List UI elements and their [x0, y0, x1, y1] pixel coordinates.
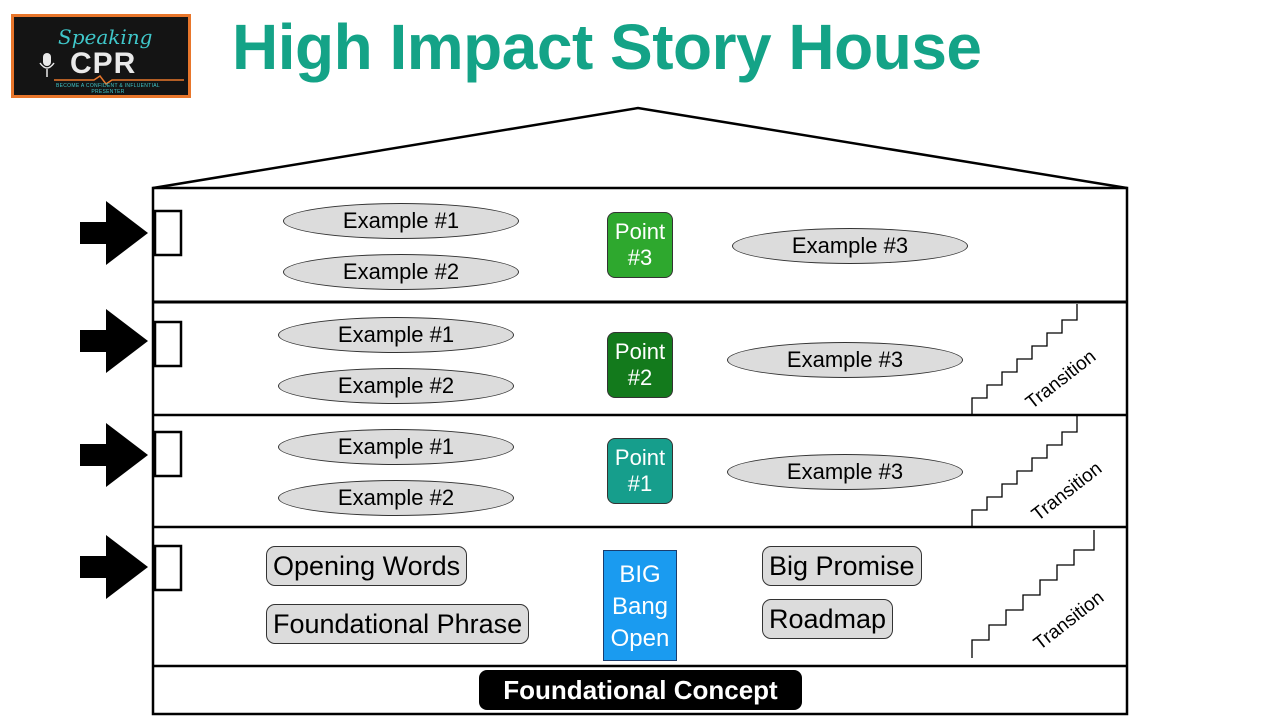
window-floor-0 [153, 544, 183, 592]
big-bang-line-3: Open [610, 625, 670, 652]
roadmap-box: Roadmap [762, 599, 894, 639]
window-floor-1 [153, 430, 183, 478]
point-label-line-2: #3 [627, 245, 653, 270]
roof [152, 106, 1128, 190]
example-1-floor-3: Example #1 [283, 203, 519, 239]
staircase-icon [971, 416, 1078, 526]
example-1-floor-2: Example #1 [278, 317, 514, 353]
example-2-floor-1: Example #2 [278, 480, 514, 516]
big-promise-box: Big Promise [762, 546, 922, 586]
point-label-line-2: #1 [627, 471, 653, 496]
example-3-floor-1: Example #3 [727, 454, 963, 490]
page-title: High Impact Story House [232, 11, 982, 83]
arrow-right-icon [80, 201, 148, 265]
point-label-line-1: Point [614, 445, 666, 470]
window-floor-2 [153, 320, 183, 368]
speaking-cpr-logo: Speaking CPR BECOME A CONFIDENT & INFLUE… [11, 14, 191, 98]
example-2-floor-2: Example #2 [278, 368, 514, 404]
logo-cpr-text: CPR [70, 47, 137, 80]
big-bang-open-box: BIG Bang Open [603, 550, 677, 661]
example-2-floor-3: Example #2 [283, 254, 519, 290]
arrow-right-icon [80, 423, 148, 487]
point-2-box: Point#2 [607, 332, 673, 398]
arrow-right-icon [80, 309, 148, 373]
point-label-line-1: Point [614, 219, 666, 244]
opening-words-box: Opening Words [266, 546, 468, 586]
foundational-concept-box: Foundational Concept [479, 670, 802, 710]
staircase-icon [971, 304, 1078, 414]
window-floor-3 [153, 209, 183, 257]
arrow-right-icon [80, 535, 148, 599]
microphone-icon [39, 53, 55, 77]
big-bang-line-1: BIG [619, 561, 661, 588]
heartbeat-line-icon [54, 75, 184, 85]
point-3-box: Point#3 [607, 212, 673, 278]
example-3-floor-2: Example #3 [727, 342, 963, 378]
foundational-phrase-box: Foundational Phrase [266, 604, 530, 644]
example-3-floor-3: Example #3 [732, 228, 968, 264]
point-label-line-2: #2 [627, 365, 653, 390]
staircase-icon [971, 530, 1095, 658]
point-1-box: Point#1 [607, 438, 673, 504]
logo-tagline: BECOME A CONFIDENT & INFLUENTIAL PRESENT… [56, 83, 160, 95]
house-frame [151, 186, 1129, 716]
point-label-line-1: Point [614, 339, 666, 364]
example-1-floor-1: Example #1 [278, 429, 514, 465]
logo-speaking-text: Speaking [58, 25, 153, 49]
big-bang-line-2: Bang [611, 593, 669, 620]
